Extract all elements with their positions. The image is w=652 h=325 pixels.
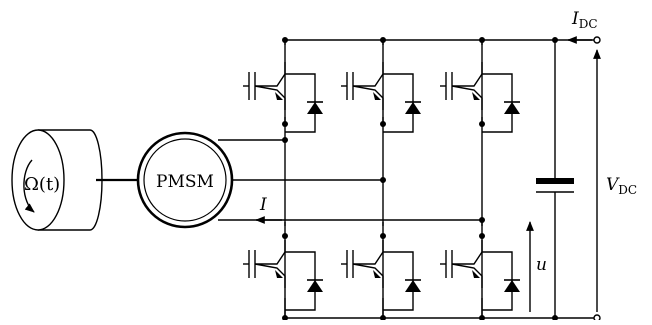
current-label: I bbox=[259, 195, 267, 215]
load-speed-label: Ω(t) bbox=[24, 174, 60, 195]
switch-upper-b bbox=[340, 40, 426, 133]
motor-label: PMSM bbox=[156, 172, 214, 192]
dc-voltage-label: VDC bbox=[606, 175, 637, 197]
switch-upper-c bbox=[439, 40, 525, 133]
junction-dots bbox=[282, 37, 558, 321]
rotating-load: Ω(t) bbox=[11, 129, 103, 231]
rotation-arrow-icon bbox=[23, 159, 35, 213]
dc-current-label: IDC bbox=[571, 9, 598, 31]
voltage-label: u bbox=[536, 255, 547, 275]
switch-upper-a bbox=[242, 40, 328, 133]
dc-negative-terminal bbox=[593, 314, 601, 322]
dc-link-capacitor bbox=[536, 40, 574, 318]
pmsm-motor: PMSM bbox=[136, 131, 234, 229]
dc-positive-terminal bbox=[593, 36, 601, 44]
